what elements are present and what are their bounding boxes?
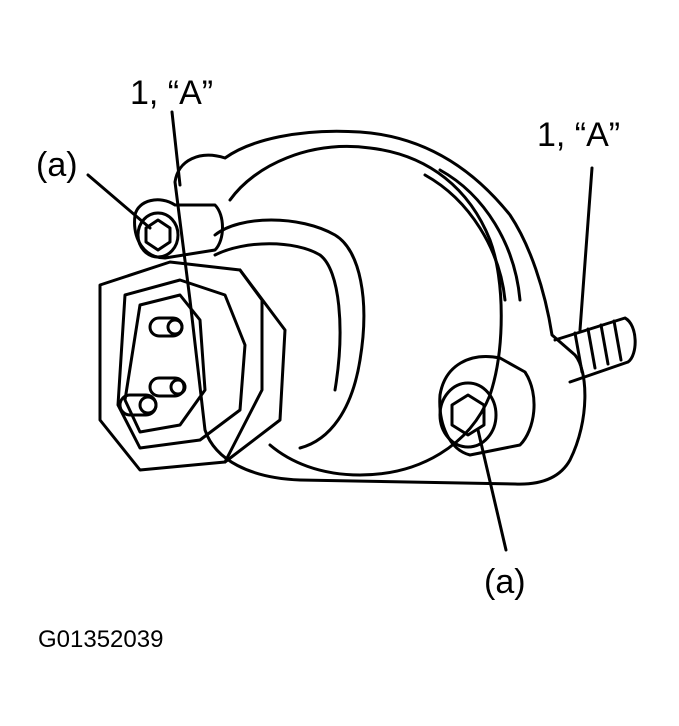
pin-tip-1 (166, 318, 184, 336)
hex-edge (223, 268, 264, 464)
bolt-lower-right-socket (450, 393, 486, 437)
housing-dome (228, 145, 503, 477)
leader-bottom-bolt (476, 428, 508, 552)
callout-top-left-item: 1, “A” (130, 74, 214, 112)
hex-head (98, 260, 287, 472)
housing-ring (423, 173, 507, 302)
leader-left-bolt (86, 173, 152, 230)
pin-tip-2 (169, 378, 187, 396)
threaded-stud (553, 316, 637, 384)
mounting-flange (173, 129, 587, 486)
leader-top-left-item (170, 110, 182, 187)
bolt-lower-right-head (438, 381, 498, 449)
hex-face (116, 278, 247, 450)
bolt-upper-left-head (136, 211, 180, 259)
pin-cavity (123, 293, 207, 434)
callout-top-right-item: 1, “A” (537, 116, 621, 154)
bolt-upper-left-socket (144, 218, 172, 252)
housing-ring-2 (438, 168, 522, 302)
figure-id: G01352039 (38, 626, 164, 653)
callout-left-bolt: (a) (36, 146, 78, 184)
neck-body (213, 218, 366, 450)
neck-ring (213, 242, 342, 392)
leader-top-right-item (578, 166, 594, 332)
callout-bottom-bolt: (a) (484, 563, 526, 601)
pin-tip-3 (138, 395, 158, 415)
stud-threads (573, 319, 623, 374)
